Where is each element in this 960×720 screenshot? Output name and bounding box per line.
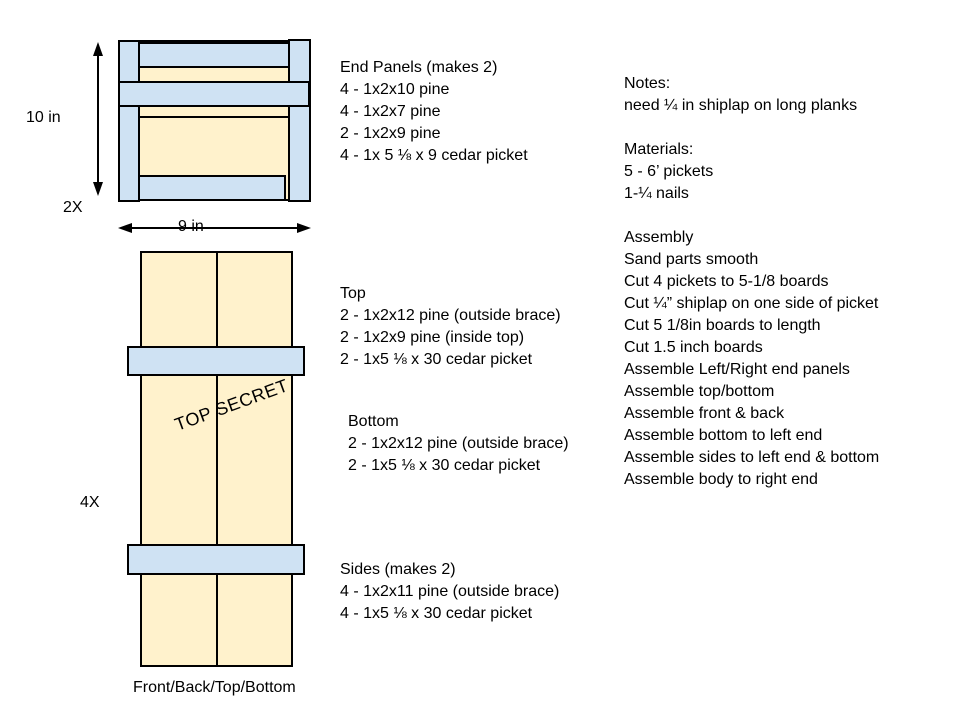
materials-item: 1-¼ nails (624, 185, 689, 202)
top-title: Top (340, 285, 366, 302)
assembly-step: Assemble Left/Right end panels (624, 361, 850, 378)
spacer (624, 117, 879, 139)
assembly-title: Assembly (624, 229, 694, 246)
sides-item: 4 - 1x5 ⅛ x 30 cedar picket (340, 605, 533, 622)
long-panel-caption: Front/Back/Top/Bottom (133, 679, 296, 696)
assembly-step: Assemble body to right end (624, 471, 818, 488)
end-panel-board-seam (138, 116, 290, 118)
end-panels-item: 2 - 1x2x9 pine (340, 125, 441, 142)
assembly-step: Cut ¼” shiplap on one side of picket (624, 295, 879, 312)
bottom-item: 2 - 1x2x12 pine (outside brace) (348, 435, 569, 452)
notes-title: Notes: (624, 75, 671, 92)
height-dimension-label: 10 in (26, 109, 61, 126)
long-panel-left-picket (140, 251, 218, 667)
end-panels-parts-list: End Panels (makes 2) 4 - 1x2x10 pine 4 -… (340, 57, 528, 167)
width-arrow-icon (118, 223, 311, 233)
spacer (624, 205, 879, 227)
long-panel-bottom-brace (127, 544, 305, 575)
notes-section: Notes: need ¼ in shiplap on long planks … (624, 73, 879, 491)
bottom-parts-list: Bottom 2 - 1x2x12 pine (outside brace) 2… (348, 411, 569, 477)
end-panels-item: 4 - 1x2x10 pine (340, 81, 450, 98)
top-item: 2 - 1x2x12 pine (outside brace) (340, 307, 561, 324)
top-item: 2 - 1x5 ⅛ x 30 cedar picket (340, 351, 533, 368)
end-panel-left-post (118, 40, 140, 202)
end-panel-crossbar (118, 81, 310, 107)
materials-title: Materials: (624, 141, 694, 158)
end-panel-top-rail (138, 40, 290, 68)
top-parts-list: Top 2 - 1x2x12 pine (outside brace) 2 - … (340, 283, 561, 371)
end-panels-item: 4 - 1x 5 ⅛ x 9 cedar picket (340, 147, 528, 164)
height-arrow-icon (93, 42, 103, 196)
assembly-step: Cut 1.5 inch boards (624, 339, 763, 356)
sides-item: 4 - 1x2x11 pine (outside brace) (340, 583, 560, 600)
sides-title: Sides (makes 2) (340, 561, 456, 578)
assembly-step: Sand parts smooth (624, 251, 759, 268)
top-item: 2 - 1x2x9 pine (inside top) (340, 329, 525, 346)
notes-item: need ¼ in shiplap on long planks (624, 97, 858, 114)
long-panel-quantity-label: 4X (80, 494, 100, 511)
end-panels-title: End Panels (makes 2) (340, 59, 498, 76)
bottom-title: Bottom (348, 413, 399, 430)
assembly-step: Cut 5 1/8in boards to length (624, 317, 821, 334)
assembly-step: Cut 4 pickets to 5-1/8 boards (624, 273, 829, 290)
assembly-step: Assemble top/bottom (624, 383, 775, 400)
end-panel-quantity-label: 2X (63, 199, 83, 216)
assembly-step: Assemble bottom to left end (624, 427, 823, 444)
end-panels-item: 4 - 1x2x7 pine (340, 103, 441, 120)
assembly-step: Assemble sides to left end & bottom (624, 449, 880, 466)
end-panel-right-post (288, 39, 311, 202)
bottom-item: 2 - 1x5 ⅛ x 30 cedar picket (348, 457, 541, 474)
long-panel-right-picket (216, 251, 293, 667)
width-dimension-label: 9 in (178, 218, 204, 235)
materials-item: 5 - 6’ pickets (624, 163, 714, 180)
long-panel-top-brace (127, 346, 305, 376)
end-panel-bottom-rail (138, 175, 286, 201)
sides-parts-list: Sides (makes 2) 4 - 1x2x11 pine (outside… (340, 559, 559, 625)
assembly-step: Assemble front & back (624, 405, 785, 422)
